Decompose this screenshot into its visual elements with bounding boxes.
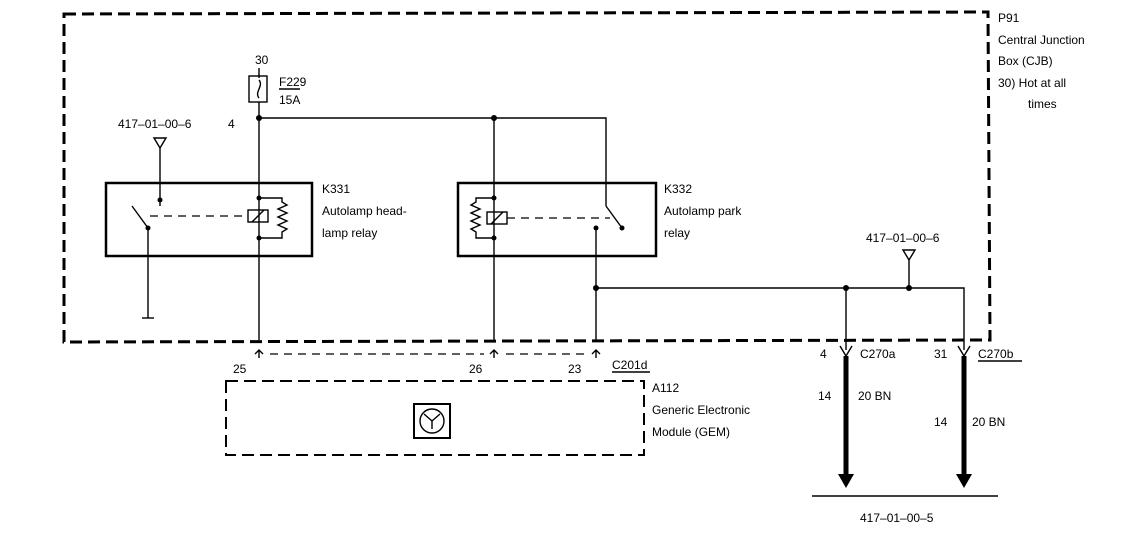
fuse-id: F229 [279, 75, 307, 89]
module-gem-symbol-glyph [423, 413, 441, 429]
module-gem-symbol-icon [413, 403, 451, 439]
relay-k332-contact-dot [619, 225, 625, 231]
relay-k331-id: K331 [322, 182, 350, 196]
cjb-note-line2: times [1028, 97, 1057, 111]
relay-k331-line1: Autolamp head- [322, 204, 407, 218]
bus-splice-dot-mid [843, 285, 849, 291]
c201d-id: C201d [612, 358, 647, 372]
relay-k332-coil-slash [490, 211, 504, 225]
c270b-circuit: 14 [934, 415, 948, 429]
feed-wire-horizontal [259, 117, 607, 196]
c270a-wire-color: 20 BN [858, 389, 891, 403]
bus-splice-dot-left [593, 285, 599, 291]
fuse-symbol [248, 75, 268, 103]
relay-k331-pivot-dot [145, 225, 151, 231]
relay-k331-coil-dot-bottom [256, 235, 262, 241]
module-line1: Generic Electronic [652, 403, 750, 417]
relay-k332-coil-dot-top [491, 195, 497, 201]
c270a-arrow-icon [838, 474, 854, 488]
pin-26-terminal-icon [489, 349, 499, 358]
cjb-id: P91 [998, 11, 1020, 25]
fuse-feed-label: 30 [255, 53, 269, 67]
ref-left-marker: 4 [228, 117, 235, 131]
relay-k332-coil-dot-bottom [491, 235, 497, 241]
relay-k332-line2: relay [664, 226, 690, 240]
ref-right-arrow-icon [901, 249, 917, 262]
c270a-circuit: 14 [818, 389, 832, 403]
c270b-arrow-icon [956, 474, 972, 488]
module-gem-box [225, 380, 645, 456]
relay-k332-resistor-icon [469, 197, 494, 239]
bus-wire [596, 287, 965, 350]
ref-left-label: 417–01–00–6 [118, 117, 192, 131]
relay-k332-switch-icon [605, 196, 623, 229]
cjb-boundary [62, 10, 992, 344]
module-line2: Module (GEM) [652, 425, 730, 439]
relay-k331-coil-dot-top [256, 195, 262, 201]
relay-k331-switch-icon [131, 200, 161, 318]
pin-25-terminal-icon [254, 349, 264, 358]
feed-splice-dot-2 [491, 115, 497, 121]
fuse-element-icon [256, 79, 262, 99]
cjb-note-line1: 30) Hot at all [998, 76, 1066, 90]
c270b-id: C270b [978, 347, 1014, 361]
relay-k331-box [104, 181, 314, 258]
pin-25-label: 25 [233, 362, 247, 376]
relay-k331-resistor-icon [259, 197, 289, 239]
cjb-name-line1: Central Junction [998, 33, 1085, 47]
pin-23-label: 23 [568, 362, 582, 376]
ref-right-label: 417–01–00–6 [866, 231, 940, 245]
fuse-rating: 15A [279, 93, 300, 107]
bus-splice-dot-right [906, 285, 912, 291]
relay-k332-id: K332 [664, 182, 692, 196]
relay-k331-line2: lamp relay [322, 226, 377, 240]
relay-k331-contact-dot [157, 197, 163, 203]
ref-left-arrow-icon [152, 137, 168, 150]
pin-23-terminal-icon [591, 349, 601, 358]
module-gem-symbol-circle [419, 408, 445, 434]
relay-k331-coil-slash [251, 209, 265, 223]
c270b-wire-color: 20 BN [972, 415, 1005, 429]
module-id: A112 [652, 381, 679, 395]
pin-26-label: 26 [469, 362, 483, 376]
ref-bottom-label: 417–01–00–5 [860, 511, 934, 525]
c270b-pin: 31 [934, 347, 948, 361]
relay-k331-coil-icon [247, 209, 269, 223]
relay-k332-box [456, 181, 658, 258]
cjb-name-line2: Box (CJB) [998, 54, 1053, 68]
relay-k332-line1: Autolamp park [664, 204, 742, 218]
c270a-pin: 4 [820, 347, 827, 361]
c270a-id: C270a [860, 347, 896, 361]
